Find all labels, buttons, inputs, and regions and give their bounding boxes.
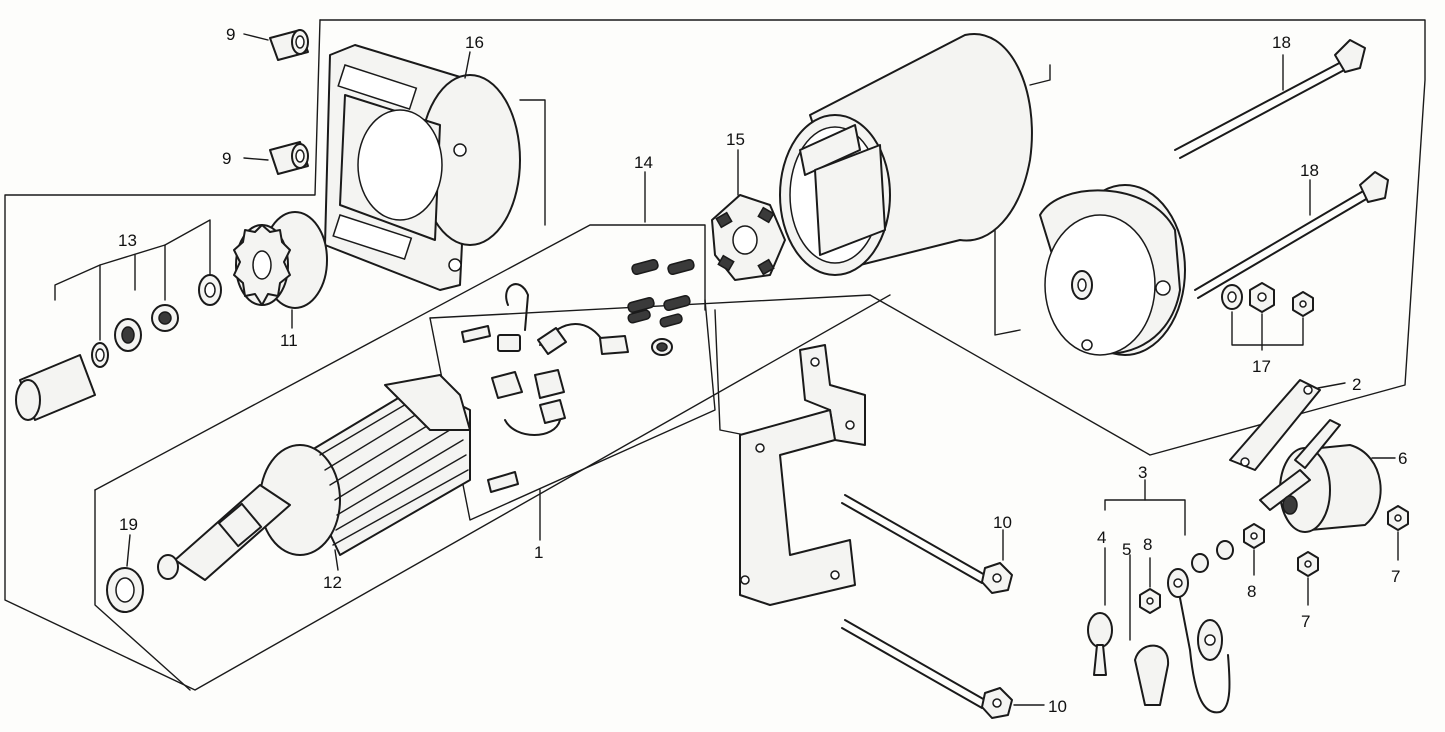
cable-set-part-3 — [1104, 479, 1186, 641]
label-part-9b: 9 — [222, 149, 231, 168]
nut-part-8b — [1139, 557, 1161, 614]
label-part-10a: 10 — [993, 513, 1012, 532]
solenoid-part-6 — [1259, 419, 1396, 533]
bolt-part-10a — [841, 494, 1013, 594]
label-part-2: 2 — [1352, 375, 1361, 394]
label-part-4: 4 — [1097, 528, 1106, 547]
through-bolt-part-18a — [1174, 39, 1366, 159]
terminal-boot-part-5 — [1134, 644, 1170, 706]
yoke-housing — [779, 32, 1033, 276]
label-part-16: 16 — [465, 33, 484, 52]
label-part-7a: 7 — [1391, 567, 1400, 586]
label-part-18b: 18 — [1300, 161, 1319, 180]
label-part-14: 14 — [634, 153, 653, 172]
label-part-1: 1 — [534, 543, 543, 562]
label-part-3: 3 — [1138, 463, 1147, 482]
label-part-5: 5 — [1122, 540, 1131, 559]
label-part-7b: 7 — [1301, 612, 1310, 631]
armature-part-12 — [157, 374, 471, 581]
sleeve-part-9b — [243, 141, 309, 175]
cable-lead — [1167, 568, 1231, 714]
nut-part-7b — [1297, 551, 1319, 606]
label-part-18a: 18 — [1272, 33, 1291, 52]
label-part-17: 17 — [1252, 357, 1271, 376]
label-part-6: 6 — [1398, 449, 1407, 468]
group-outline-lines — [4, 19, 1426, 691]
label-part-13: 13 — [118, 231, 137, 250]
pinion-stop-part-13 — [15, 219, 222, 421]
mounting-bracket — [739, 344, 866, 606]
sleeve-part-9a — [243, 29, 309, 61]
label-part-19: 19 — [119, 515, 138, 534]
nut-part-7a — [1387, 505, 1409, 561]
brush-plate-part-15 — [711, 149, 786, 281]
front-cover — [1039, 184, 1186, 356]
rear-housing-part-16 — [324, 44, 521, 291]
terminal-cap-part-4 — [1087, 612, 1113, 676]
label-part-8b: 8 — [1143, 535, 1152, 554]
label-part-12: 12 — [323, 573, 342, 592]
label-part-11: 11 — [280, 331, 298, 350]
bolt-part-10b — [841, 619, 1045, 719]
washer-part-19 — [106, 534, 144, 613]
label-part-9a: 9 — [226, 25, 235, 44]
brush-kit-part-14 — [461, 171, 695, 493]
brush-springs — [627, 258, 695, 328]
nut-set-part-17 — [1221, 282, 1314, 351]
nut-part-8a — [1191, 523, 1265, 576]
label-part-15: 15 — [726, 130, 745, 149]
label-part-10b: 10 — [1048, 697, 1067, 716]
plate-part-2 — [1229, 379, 1346, 471]
through-bolt-part-18b — [1194, 171, 1389, 299]
pinion-gear-part-11 — [233, 211, 328, 329]
part-number-labels: 9 9 16 13 11 14 15 18 18 17 2 6 3 4 5 8 … — [118, 25, 1407, 716]
label-part-8a: 8 — [1247, 582, 1256, 601]
